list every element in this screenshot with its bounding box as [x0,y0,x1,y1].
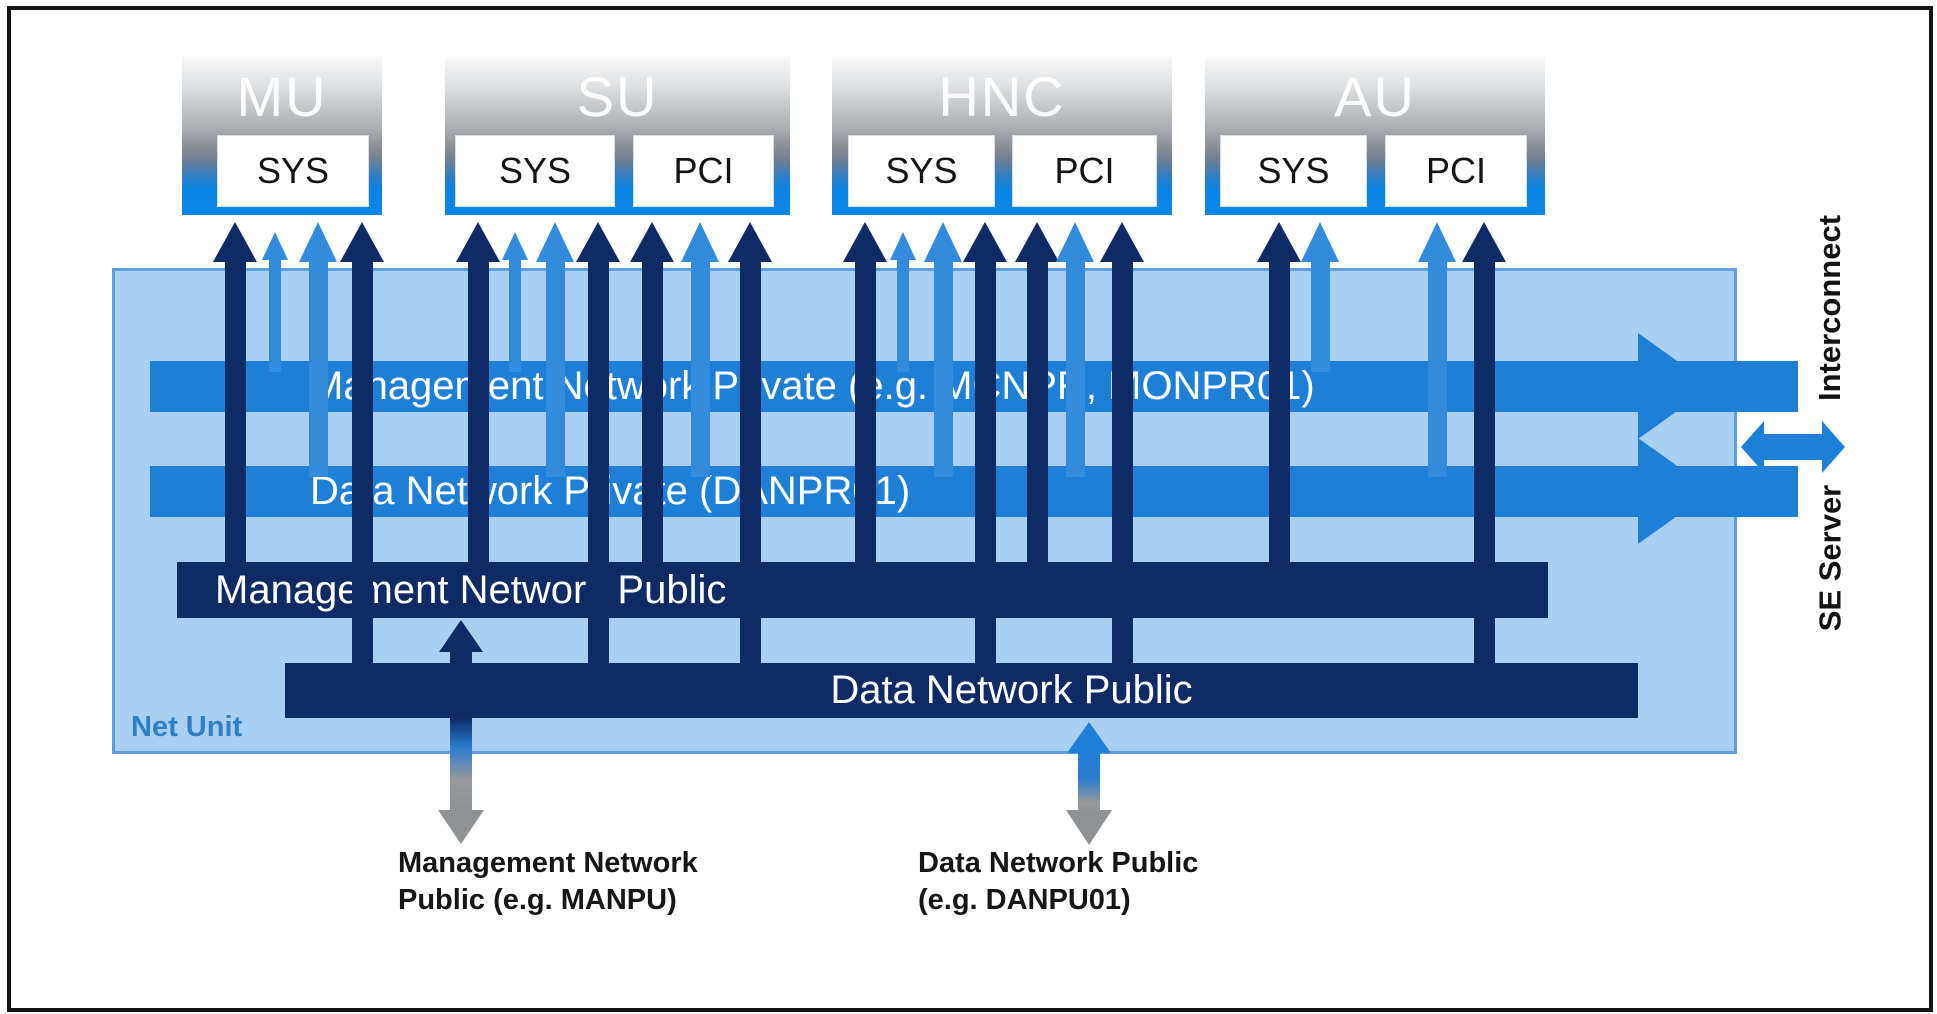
connection-arrow-shaft [509,258,521,372]
data-network-public-bar: Data Network Public [285,663,1638,718]
connection-arrow-shaft [897,258,909,372]
connection-arrow-head [1015,222,1059,262]
card-label: SYS [498,150,572,191]
management-network-private-arrow-head [1638,333,1712,439]
connection-arrow-shaft [269,258,281,372]
connection-arrow-head [728,222,772,262]
connection-arrow-shaft [1268,260,1290,572]
data-network-private-arrow-head [1638,438,1712,544]
card-label: PCI [1054,150,1115,191]
arrow-shaft [1078,751,1100,812]
management-network-private-label: Management Network Private (e.g. MCNPR, … [310,364,1315,408]
net-unit-label: Net Unit [131,711,243,743]
connection-arrow-head [1301,222,1339,262]
se-server-label: SE Server [1800,468,1860,648]
label-line: Management Network [398,847,698,879]
management-network-public-label: Management Network Public [215,567,727,612]
connection-arrow-shaft [690,260,710,477]
arrow-body [1763,434,1823,460]
connection-arrow-shaft [1310,260,1330,372]
connection-arrow-shaft [1473,260,1495,672]
card-su-pci: PCI [633,135,774,207]
unit-title: AU [1334,65,1416,128]
connection-arrow-shaft [587,260,609,672]
connection-arrow-head [1056,222,1094,262]
management-public-external-label: Management Network Public (e.g. MANPU) [398,845,698,919]
unit-title: HNC [938,65,1066,128]
arrow-down-head [1066,810,1112,845]
card-au-sys: SYS [1220,135,1367,207]
unit-title: SU [576,65,659,128]
connection-arrow-head [843,222,887,262]
connection-arrow-shaft [854,260,876,572]
card-mu-sys: SYS [217,135,369,207]
arrow-shaft [450,650,472,812]
connection-arrow-shaft [1065,260,1085,477]
connection-arrow-head [502,232,528,260]
se-server-text: SE Server [1812,484,1847,632]
connection-arrow-head [890,232,916,260]
connection-arrow-shaft [1111,260,1133,672]
data-network-private-label: Data Network Private (DANPR01) [310,469,911,513]
data-network-public-label: Data Network Public [830,668,1193,712]
data-network-private-bar: Data Network Private (DANPR01) [150,466,1798,517]
arrow-down-head [438,810,484,844]
connection-arrow-head [963,222,1007,262]
connection-arrow-shaft [224,260,246,572]
connection-arrow-shaft [974,260,996,672]
connection-arrow-shaft [933,260,953,477]
interconnect-label: Interconnect [1800,198,1860,418]
connection-arrow-shaft [351,260,373,672]
connection-arrow-shaft [1427,260,1447,477]
connection-arrow-shaft [641,260,663,572]
card-label: PCI [673,150,734,191]
connection-arrow-head [340,222,384,262]
card-su-sys: SYS [455,135,615,207]
connection-arrow-shaft [308,260,328,477]
connection-arrow-head [1100,222,1144,262]
connection-arrow-head [536,222,574,262]
unit-box-au: AU SYS PCI [1205,56,1545,215]
arrow-left-head [1741,421,1764,473]
connection-arrow-head [456,222,500,262]
arrow-up-head [439,620,483,652]
outer-border [7,6,1933,1012]
connection-arrow-head [1257,222,1301,262]
card-au-pci: PCI [1385,135,1527,207]
connection-arrow-shaft [467,260,489,572]
unit-box-mu: MU SYS [182,56,382,215]
connection-arrow-head [630,222,674,262]
connection-arrow-head [1462,222,1506,262]
label-line: Data Network Public [918,847,1199,879]
label-line: (e.g. DANPU01) [918,884,1131,916]
unit-box-su: SU SYS PCI [445,56,790,215]
connection-arrow-head [681,222,719,262]
arrow-up-head [1067,722,1111,753]
connection-arrow-shaft [545,260,565,477]
connection-arrow-shaft [739,260,761,672]
card-label: SYS [1257,150,1330,191]
unit-title: MU [236,65,328,128]
unit-box-hnc: HNC SYS PCI [832,56,1172,215]
card-label: PCI [1425,150,1486,191]
connection-arrow-head [213,222,257,262]
connection-arrow-head [924,222,962,262]
interconnect-text: Interconnect [1812,214,1847,402]
card-label: SYS [256,150,330,191]
connection-arrow-head [576,222,620,262]
card-hnc-sys: SYS [848,135,995,207]
connection-arrow-head [1418,222,1456,262]
card-label: SYS [885,150,958,191]
data-public-external-label: Data Network Public (e.g. DANPU01) [918,845,1198,919]
label-line: Public (e.g. MANPU) [398,884,677,916]
connection-arrow-head [299,222,337,262]
arrow-right-head [1822,421,1845,473]
card-hnc-pci: PCI [1012,135,1157,207]
connection-arrow-shaft [1026,260,1048,572]
connection-arrow-head [262,232,288,260]
